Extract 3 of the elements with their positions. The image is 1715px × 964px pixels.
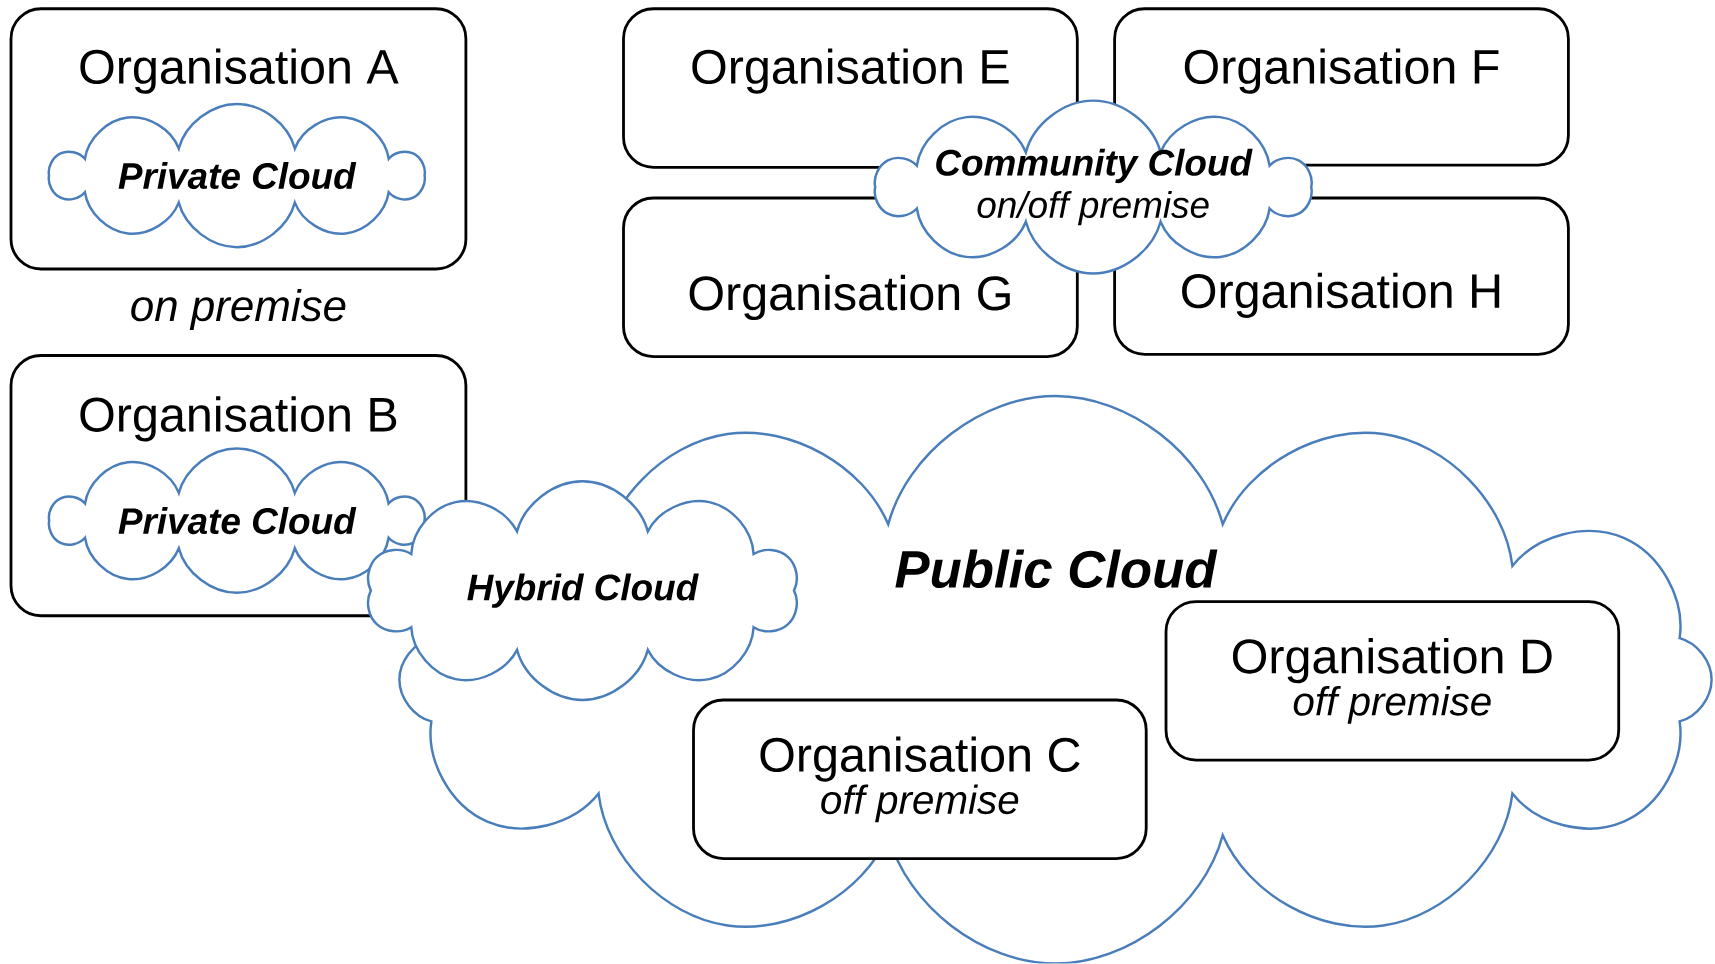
- organisation-box: Organisation D off premise: [1164, 600, 1621, 762]
- organisation-box: Organisation C off premise: [692, 698, 1148, 861]
- node-label: on premise: [131, 289, 346, 331]
